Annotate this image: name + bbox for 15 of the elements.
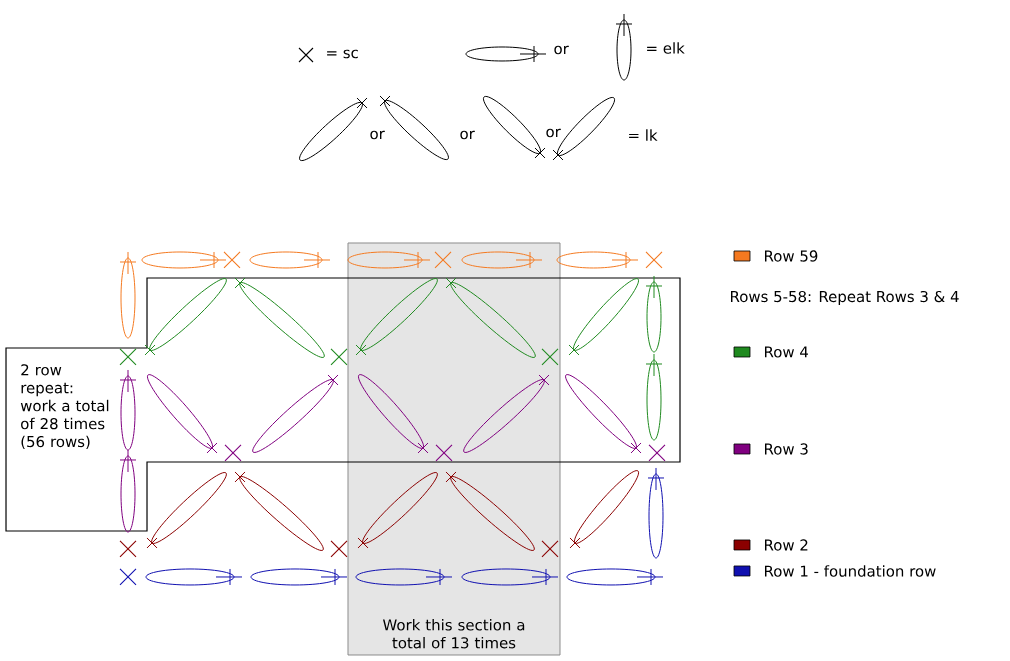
- legend-label: Row 59: [765, 250, 818, 262]
- legend-label: Row 4: [765, 346, 808, 358]
- repeat-section-band: Work this section a total of 13 times: [347, 242, 561, 656]
- key-label: or: [554, 45, 569, 55]
- key-label: = lk: [629, 129, 658, 141]
- note-label: Rows 5-58: Repeat Rows 3 & 4: [731, 290, 959, 306]
- legend-label: Row 1 - foundation row: [765, 565, 936, 577]
- legend-label: Row 2: [765, 539, 808, 551]
- key-label: = elk: [647, 42, 685, 54]
- key-label: or: [460, 130, 475, 140]
- key-label: or: [370, 130, 385, 140]
- key-label: or: [546, 128, 561, 138]
- repeat-outline: 2 row repeat: work a total of 28 times (56 rows): [5, 277, 681, 532]
- legend-label: Row 3: [765, 443, 808, 455]
- key-label: = sc: [327, 49, 358, 59]
